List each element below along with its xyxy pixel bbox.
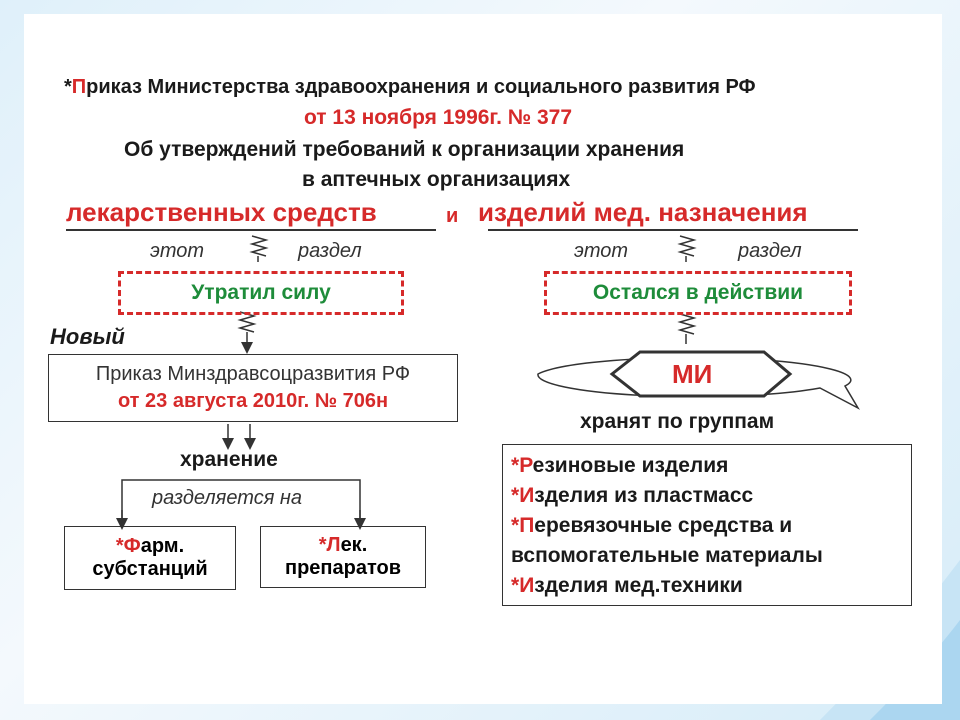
group-item: *Изделия мед.техники — [511, 574, 743, 597]
pharm-line1: *Фарм. — [115, 535, 185, 557]
left-label-section: раздел — [298, 240, 362, 262]
title-line-2: от 13 ноября 1996г. № 377 — [304, 106, 573, 129]
drugs-box: *Лек. препаратов — [260, 526, 426, 588]
title-line-1: *Приказ Министерства здравоохранения и с… — [64, 76, 756, 98]
right-label-section: раздел — [738, 240, 802, 262]
title-and: и — [446, 205, 459, 227]
stored-label: хранят по группам — [580, 410, 775, 433]
left-status-text: Утратил силу — [191, 281, 331, 304]
drugs-line1: *Лек. — [318, 534, 368, 556]
left-label-this: этот — [150, 240, 205, 262]
group-item: *Перевязочные средства и — [511, 514, 793, 537]
group-item: *Изделия из пластмасс — [511, 484, 754, 507]
pharm-line2: субстанций — [92, 558, 208, 580]
split-bracket — [121, 479, 361, 520]
title-line-3: Об утверждений требований к организации … — [124, 138, 685, 161]
group-item-continuation: вспомогательные материалы — [511, 544, 823, 567]
drugs-line2: препаратов — [284, 557, 401, 579]
pharm-substances-box: *Фарм. субстанций — [64, 526, 236, 590]
new-order-line1: Приказ Минздравсоцразвития РФ — [95, 363, 411, 385]
title-right-category: изделий мед. назначения — [478, 197, 808, 227]
title-line-4: в аптечных организациях — [302, 168, 571, 191]
mi-hexagon — [609, 350, 793, 398]
left-status-box: Утратил силу — [118, 271, 404, 315]
left-squiggle-mid — [237, 311, 257, 348]
divided-label: разделяется на — [152, 487, 303, 509]
right-status-box: Остался в действии — [544, 271, 852, 315]
new-label: Новый — [50, 324, 125, 349]
title-left-category: лекарственных средств — [66, 197, 377, 227]
right-squiggle-top — [677, 235, 697, 262]
storage-label: хранение — [180, 448, 278, 471]
mi-label: МИ — [672, 359, 713, 389]
group-item: *Резиновые изделия — [511, 454, 729, 477]
groups-box: *Резиновые изделия *Изделия из пластмасс… — [502, 444, 912, 606]
left-squiggle-top — [249, 235, 269, 262]
right-squiggle-mid — [677, 313, 697, 344]
right-status-text: Остался в действии — [592, 281, 804, 304]
right-label-this: этот — [574, 240, 629, 262]
new-order-line2: от 23 августа 2010г. № 706н — [117, 390, 389, 412]
new-order-box: Приказ Минздравсоцразвития РФ от 23 авгу… — [48, 354, 458, 422]
